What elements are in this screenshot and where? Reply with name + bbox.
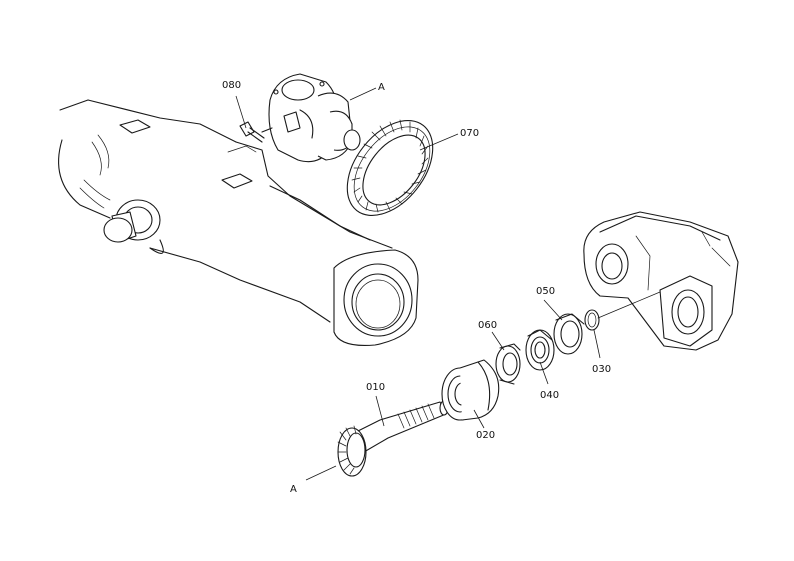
gear-housing [583, 211, 739, 351]
collar-060 [495, 343, 521, 385]
bearing-020 [441, 359, 500, 421]
assembly-axis-line [597, 291, 661, 319]
ring-gear-teeth [351, 119, 429, 213]
leader-lines [235, 87, 601, 481]
label-070: 070 [460, 128, 479, 139]
label-080: 080 [222, 80, 241, 91]
pinion-shaft [337, 400, 449, 477]
label-020: 020 [476, 430, 495, 441]
axle-housing [58, 99, 419, 347]
label-030: 030 [592, 364, 611, 375]
differential-case [261, 73, 361, 163]
label-050: 050 [536, 286, 555, 297]
label-010: 010 [366, 382, 385, 393]
seal-050 [553, 313, 585, 355]
bolt [239, 121, 265, 143]
label-060: 060 [478, 320, 497, 331]
snap-ring-030 [584, 309, 600, 331]
bearing-040 [525, 329, 555, 371]
label-a-top: A [378, 82, 385, 93]
label-a-bottom: A [290, 484, 297, 495]
ring-gear [346, 119, 434, 216]
label-040: 040 [540, 390, 559, 401]
pinion-teeth [337, 425, 357, 475]
